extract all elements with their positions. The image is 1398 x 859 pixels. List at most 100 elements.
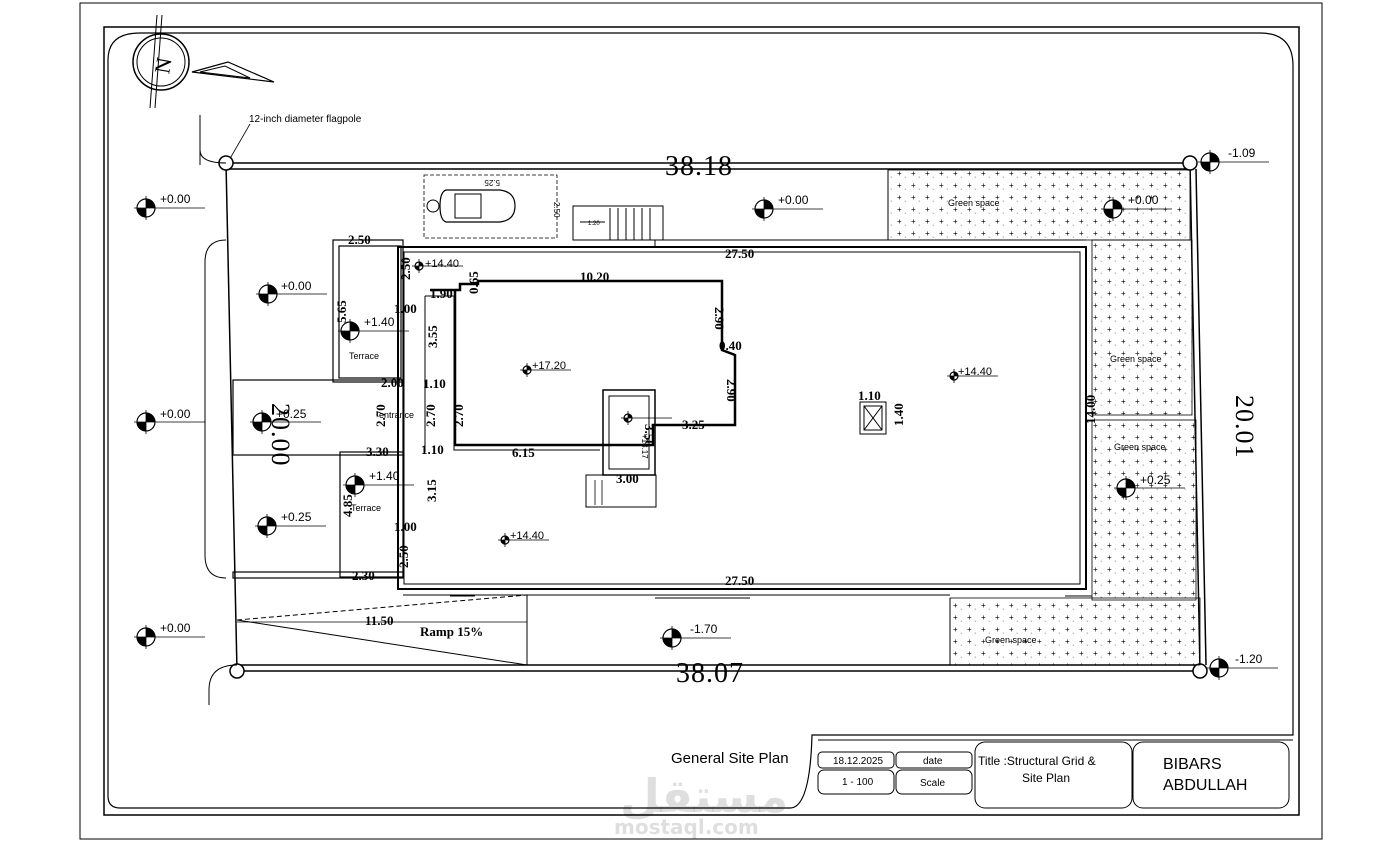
- author-line2: ABDULLAH: [1163, 777, 1247, 794]
- dim: 2.00: [381, 375, 404, 390]
- green-space-label: Green space: [1110, 354, 1162, 364]
- terrace-label: Terrace: [351, 503, 381, 513]
- date-value: 18.12.2025: [833, 756, 883, 767]
- dim: 1.10: [423, 376, 446, 391]
- dim: 0.65: [466, 271, 481, 294]
- dim: 3.25: [682, 417, 705, 432]
- level-markers: [134, 150, 1278, 680]
- ramp: [236, 594, 950, 666]
- ramp-label: Ramp 15%: [420, 624, 483, 639]
- level-marker-icon: [412, 259, 463, 273]
- watermark-url: mostaql.com: [614, 815, 759, 839]
- level-text: +0.25: [281, 510, 312, 524]
- level-text: +1.40: [369, 469, 400, 483]
- level-text: +0.25: [276, 407, 307, 421]
- north-label: N: [149, 55, 176, 75]
- drawing-border: [107, 32, 1294, 809]
- dim: 1.10: [421, 442, 444, 457]
- dim-building-top: 27.50: [725, 246, 754, 261]
- dim: 1.40: [891, 403, 906, 426]
- dim: 2.50: [396, 545, 411, 568]
- sheet-name: General Site Plan: [671, 750, 789, 767]
- dim: 2.70: [373, 404, 388, 427]
- watermark-logo: مستقل: [620, 769, 788, 823]
- dim: 2.90: [712, 307, 727, 330]
- upper-floor-outline: [430, 279, 737, 447]
- level-marker-icon: [520, 363, 571, 377]
- boundary-corner-marker: [229, 663, 245, 679]
- level-marker-icon: [256, 282, 327, 306]
- title-block: [817, 739, 1293, 809]
- green-space-label: Green space: [1114, 442, 1166, 452]
- terrace-label: Terrace: [349, 351, 379, 361]
- dim: 2.90: [724, 379, 739, 402]
- dim-building-bottom: 27.50: [725, 573, 754, 588]
- level-text: +14.40: [510, 530, 544, 542]
- level-text: +0.00: [1128, 193, 1159, 207]
- level-text: +14.40: [958, 366, 992, 378]
- stair-level-small: 1.20: [588, 221, 600, 227]
- dim-left-width: 20.00: [266, 403, 295, 467]
- level-marker-icon: [338, 319, 409, 343]
- level-marker-icon: [343, 473, 414, 497]
- dim: 1.00: [394, 519, 417, 534]
- car-length-dim: 5.25: [484, 178, 500, 187]
- north-arrow-icon: N: [132, 14, 275, 109]
- level-marker-icon: [947, 369, 998, 383]
- sheet-inner-frame: [103, 26, 1300, 816]
- level-marker-icon: [250, 410, 321, 434]
- level-text: +0.00: [778, 193, 809, 207]
- dim: 1.10: [858, 388, 881, 403]
- dim: 4.85: [340, 494, 355, 517]
- level-marker-icon: [1114, 476, 1185, 500]
- entrance-label: entrance: [379, 410, 414, 420]
- level-text: +0.25: [1140, 473, 1171, 487]
- dim: 1.00: [394, 301, 417, 316]
- level-marker-icon: [134, 410, 205, 434]
- dim: 3.50: [642, 424, 657, 447]
- level-text: -1.09: [1228, 146, 1256, 160]
- dim: 2.70: [451, 404, 466, 427]
- level-marker-icon: [1198, 150, 1269, 174]
- level-marker-icon: [134, 625, 205, 649]
- level-text: +14.40: [425, 258, 459, 270]
- level-text: +0.00: [160, 192, 191, 206]
- level-text: +0.00: [160, 407, 191, 421]
- level-marker-icon: [660, 626, 731, 650]
- dim: 0.40: [719, 338, 742, 353]
- level-marker-icon: [1207, 656, 1278, 680]
- left-road-edge: [204, 239, 227, 579]
- level-text: +18.17: [640, 434, 649, 459]
- drawing-title-line1: Title :Structural Grid &: [978, 754, 1096, 768]
- dim: 2.30: [352, 568, 375, 583]
- top-stair: [572, 205, 664, 241]
- scale-value: 1 - 100: [842, 777, 874, 788]
- level-text: -1.20: [1235, 652, 1263, 666]
- dim: 3.15: [424, 479, 439, 502]
- dim: 2.50: [398, 257, 413, 280]
- level-text: -1.70: [690, 622, 718, 636]
- building-outline: [397, 246, 1087, 590]
- car-width-dim: 2.50: [552, 202, 561, 218]
- scale-label: Scale: [920, 778, 945, 789]
- dim-building-depth: 14.00: [1083, 395, 1098, 424]
- level-marker-icon: [752, 197, 823, 221]
- dim: 10.20: [580, 269, 609, 284]
- skylight-icon: [859, 401, 887, 435]
- drawing-title-line2: Site Plan: [1022, 771, 1070, 785]
- dim: 1.90: [430, 286, 453, 301]
- ramp-length-dim: 11.50: [365, 613, 394, 628]
- green-space-label: Green space: [948, 198, 1000, 208]
- dim: 5.65: [334, 300, 349, 323]
- level-marker-icon: [255, 514, 326, 538]
- dim: 6.15: [512, 445, 535, 460]
- level-text: +17.20: [532, 360, 566, 372]
- dim: 3.00: [616, 471, 639, 486]
- dim: 2.70: [423, 404, 438, 427]
- left-wings: [232, 239, 404, 579]
- level-marker-icon: [134, 196, 205, 220]
- dim: 3.30: [366, 444, 389, 459]
- dim-right-width: 20.01: [1230, 395, 1259, 459]
- dim: 3.55: [425, 325, 440, 348]
